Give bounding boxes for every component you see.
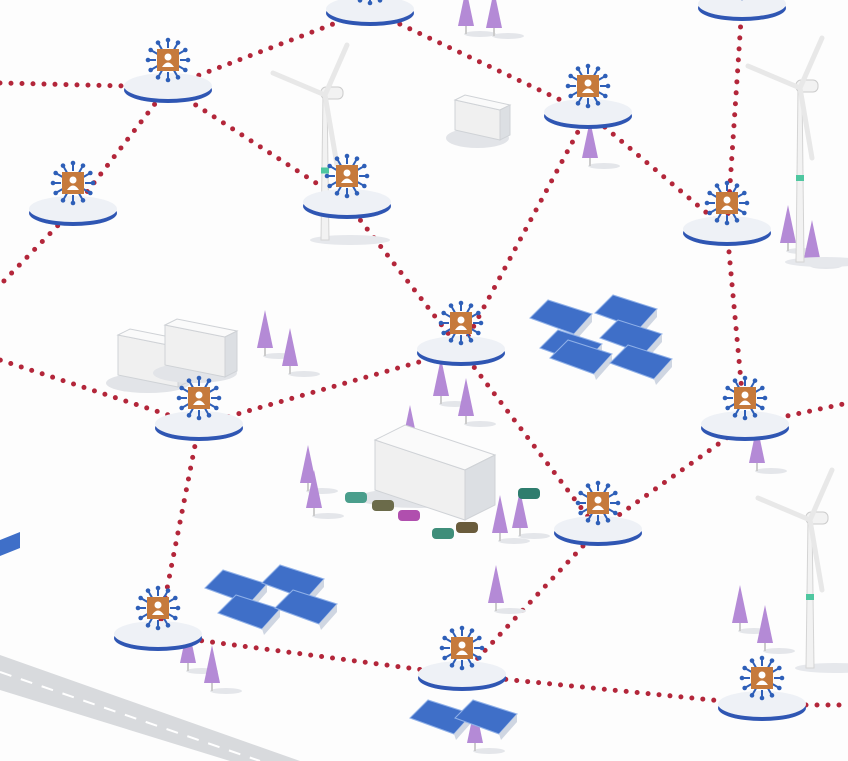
tree-icon (582, 120, 620, 169)
network-node (683, 180, 771, 246)
car (372, 500, 394, 511)
tree-icon (458, 378, 496, 427)
car (432, 528, 454, 539)
network-nodes (29, 0, 806, 721)
network-link (165, 7, 373, 90)
chip-user-icon (135, 585, 181, 631)
chip-user-icon (565, 63, 611, 109)
solar-panel-icon (549, 339, 613, 380)
car (345, 492, 367, 503)
chip-user-icon (357, 0, 383, 6)
tree-icon (204, 645, 242, 694)
network-node (303, 153, 391, 219)
network-node (417, 300, 505, 366)
solar-panel-icon (274, 589, 338, 630)
road (0, 655, 300, 761)
chip-user-icon (145, 37, 191, 83)
chip-user-icon (439, 625, 485, 671)
network-link (0, 357, 202, 428)
solar-panel-icon (529, 299, 593, 340)
solar-panel-icon (217, 594, 281, 635)
network-link (196, 347, 464, 428)
network-link (155, 632, 465, 678)
wind-turbine-icon (745, 35, 848, 267)
network-node (418, 625, 506, 691)
wind-turbine-icon (755, 467, 848, 673)
network-node (114, 585, 202, 651)
chip-user-icon (438, 300, 484, 346)
network-link (165, 84, 350, 206)
network-link (344, 200, 464, 353)
tree-icon (282, 328, 320, 377)
chip-user-icon (50, 160, 96, 206)
storage-unit (446, 94, 512, 148)
network-node (554, 480, 642, 546)
tree-icon (757, 605, 795, 654)
chip-user-icon (722, 375, 768, 421)
network-link (595, 422, 748, 533)
tree-icon (749, 425, 787, 474)
chip-user-icon (324, 153, 370, 199)
tree-icon (512, 490, 550, 539)
chip-user-icon (176, 375, 222, 421)
chip-user-icon (739, 655, 785, 701)
tree-icon (458, 0, 496, 37)
network-link (459, 672, 765, 708)
tree-icon (300, 445, 338, 494)
battery-container (153, 318, 239, 383)
network-node (155, 375, 243, 441)
network-link (585, 110, 730, 233)
tree-icon (486, 0, 524, 39)
solar-panel-icon (609, 344, 673, 385)
data-center-building (357, 424, 497, 521)
charging-station-roof (0, 532, 20, 556)
network-node (718, 655, 806, 721)
road-marking (0, 671, 261, 761)
network-node (326, 0, 414, 26)
ground-layer (0, 655, 300, 761)
solar-panel-icon (454, 699, 518, 740)
network-node (698, 0, 786, 21)
network-node (29, 160, 117, 226)
tree-icon (306, 470, 344, 519)
network-node (544, 63, 632, 129)
tree-icon (488, 565, 526, 614)
car (518, 488, 540, 499)
network-link (459, 527, 601, 678)
network-link (70, 84, 171, 213)
chip-user-icon (704, 180, 750, 226)
network-link (367, 7, 591, 116)
chip-user-icon (575, 480, 621, 526)
car (456, 522, 478, 533)
network-link (742, 400, 848, 428)
network-link (458, 347, 601, 533)
car (398, 510, 420, 521)
network-node (124, 37, 212, 103)
tree-icon (492, 495, 530, 544)
network-link (458, 110, 591, 353)
network-link (0, 207, 76, 288)
network-node (701, 375, 789, 441)
